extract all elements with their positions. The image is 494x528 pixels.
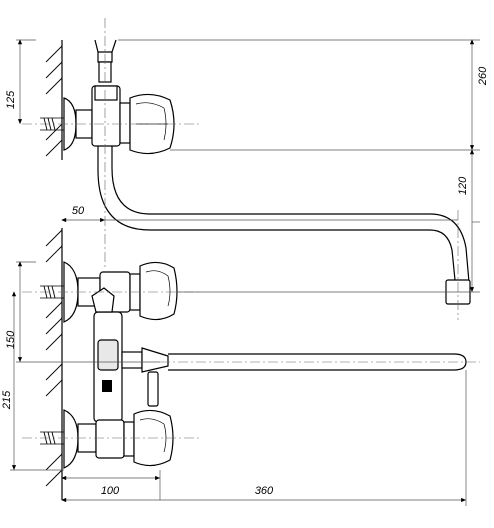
dim-50: 50 [72, 205, 85, 217]
dim-215: 215 [1, 390, 13, 410]
dim-260: 260 [477, 66, 489, 86]
lower-wall [45, 228, 63, 500]
dim-125: 125 [5, 90, 17, 109]
dim-120: 120 [457, 176, 469, 195]
center-lines [22, 18, 480, 439]
dim-150: 150 [5, 330, 17, 349]
upper-wall [45, 40, 63, 160]
lower-faucet [40, 261, 467, 469]
dim-360: 360 [255, 485, 274, 497]
dimension-lines [10, 39, 480, 506]
dim-100: 100 [101, 485, 120, 497]
upper-faucet [40, 39, 471, 305]
